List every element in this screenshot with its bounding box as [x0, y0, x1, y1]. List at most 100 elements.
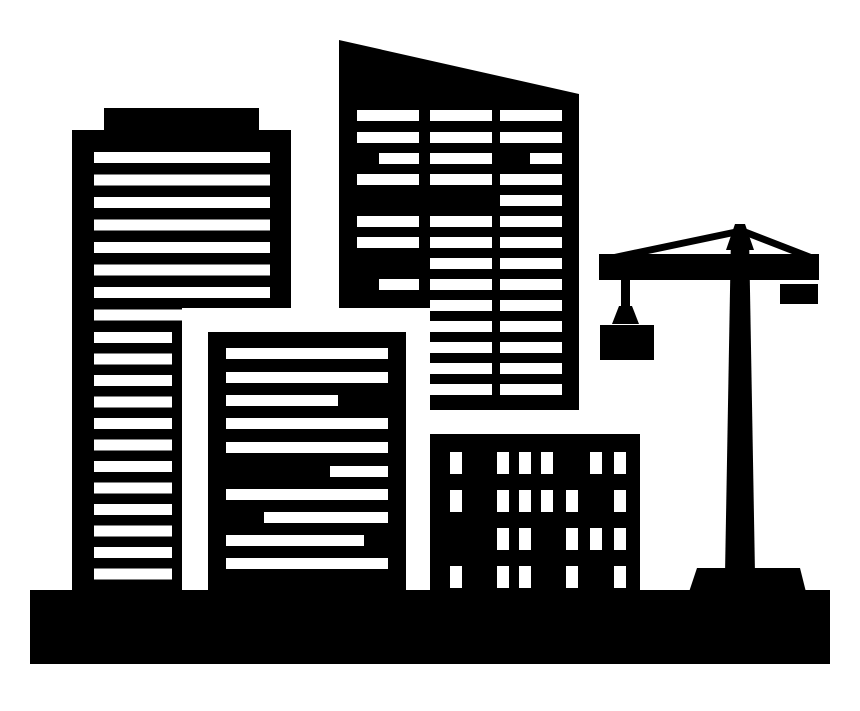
crane-cable-right	[743, 228, 814, 262]
window	[566, 566, 578, 588]
window	[497, 528, 509, 550]
window	[614, 528, 626, 550]
window	[450, 566, 462, 588]
window-band	[500, 384, 562, 395]
window-band	[226, 442, 388, 453]
crane-hook-line	[621, 278, 630, 308]
window-band	[357, 237, 419, 248]
window-band	[500, 174, 562, 185]
window-band	[379, 279, 419, 290]
window-band	[94, 396, 172, 408]
window-band	[94, 547, 172, 558]
low-rise-building-icon	[430, 434, 640, 592]
window-band	[500, 342, 562, 353]
window-band	[530, 153, 562, 164]
window-band	[430, 153, 492, 164]
office-tower-icon	[72, 108, 291, 592]
window-band	[430, 216, 492, 227]
crane-load	[600, 325, 654, 360]
mid-rise-windows	[226, 348, 388, 569]
window	[450, 490, 462, 512]
window-band	[430, 279, 492, 290]
crane-mast	[725, 234, 755, 574]
window	[519, 490, 531, 512]
window	[497, 490, 509, 512]
window-band	[94, 174, 270, 186]
window	[614, 490, 626, 512]
window-band	[226, 418, 388, 429]
window-band	[357, 132, 419, 143]
window	[519, 566, 531, 588]
crane-counterweight	[780, 284, 818, 304]
window-band	[430, 132, 492, 143]
window-band	[357, 216, 419, 227]
slanted-tower-windows	[357, 110, 562, 395]
crane-jib-tip	[599, 254, 612, 280]
slanted-glass-tower-icon	[339, 40, 579, 410]
window	[519, 528, 531, 550]
window-band	[500, 195, 562, 206]
window	[497, 566, 509, 588]
crane-base	[689, 568, 806, 592]
window	[590, 452, 602, 474]
window-band	[500, 363, 562, 374]
window-band	[226, 395, 338, 406]
window-band	[226, 535, 364, 546]
window-band	[94, 219, 270, 231]
window-band	[500, 321, 562, 332]
ground-slab	[30, 590, 830, 664]
window-band	[94, 461, 172, 472]
window-band	[500, 237, 562, 248]
window-band	[226, 372, 388, 383]
window-band	[94, 197, 270, 208]
window-band	[430, 258, 492, 269]
window-band	[94, 353, 172, 365]
window	[590, 528, 602, 550]
window-band	[264, 512, 388, 523]
window-band	[430, 174, 492, 185]
window	[541, 490, 553, 512]
window-band	[94, 264, 270, 276]
window	[566, 490, 578, 512]
window-band	[94, 332, 172, 343]
window-band	[430, 363, 492, 374]
low-rise-body	[430, 434, 640, 592]
window-band	[94, 482, 172, 494]
window-band	[94, 375, 172, 386]
tower-windows	[94, 152, 270, 580]
window-band	[430, 384, 492, 395]
window-band	[94, 309, 270, 321]
mid-rise-body	[208, 332, 406, 592]
window-band	[94, 418, 172, 429]
window-band	[94, 287, 270, 298]
window-band	[94, 242, 270, 253]
window-band	[226, 558, 388, 569]
window-band	[357, 110, 419, 121]
window-band	[500, 300, 562, 311]
window-band	[500, 110, 562, 121]
window	[566, 528, 578, 550]
window-band	[226, 489, 388, 500]
crane-cable-left	[611, 228, 737, 262]
window-band	[430, 342, 492, 353]
window-band	[500, 216, 562, 227]
window	[519, 452, 531, 474]
window	[614, 452, 626, 474]
crane-hook	[612, 306, 639, 324]
tower-roof	[104, 108, 259, 132]
window-band	[94, 568, 172, 580]
window-band	[500, 132, 562, 143]
window	[450, 452, 462, 474]
window-band	[430, 321, 492, 332]
crane-jib	[599, 254, 819, 280]
window	[541, 452, 553, 474]
window-band	[430, 237, 492, 248]
mid-rise-building-icon	[208, 332, 406, 592]
window	[614, 566, 626, 588]
window-band	[94, 525, 172, 537]
window-band	[430, 300, 492, 311]
window-band	[94, 439, 172, 451]
window-band	[379, 153, 419, 164]
window-band	[500, 279, 562, 290]
